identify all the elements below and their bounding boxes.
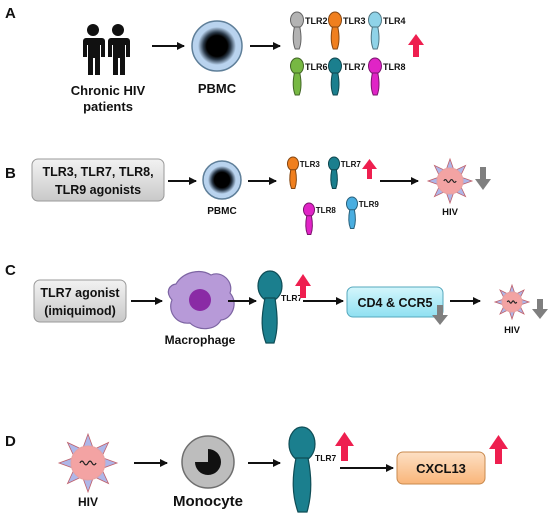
down-arrow-icon: [475, 167, 491, 190]
pbmc-cell-icon: [191, 20, 243, 72]
agonist-box: [33, 279, 127, 323]
tlr-label: TLR8: [316, 206, 337, 215]
pbmc-cell-icon: [202, 160, 242, 200]
tlr-label: TLR7: [341, 160, 362, 169]
people-label-line2: patients: [83, 99, 133, 114]
hiv-label: HIV: [78, 495, 98, 509]
agonist-box-line1: TLR7 agonist: [40, 286, 120, 300]
agonist-box-line2: (imiquimod): [44, 304, 116, 318]
tlr-receptor: TLR8: [368, 57, 406, 96]
tlr-receptor: TLR7: [328, 57, 366, 96]
tlr-receptor: TLR4: [368, 11, 406, 50]
hiv-label: HIV: [504, 325, 521, 336]
tlr-label: TLR4: [383, 16, 406, 26]
up-arrow-icon: [362, 159, 377, 179]
down-arrow-icon: [532, 299, 548, 319]
cd4-ccr5-label: CD4 & CCR5: [357, 296, 432, 310]
agonist-box-line2: TLR9 agonists: [55, 183, 141, 197]
people-label-line1: Chronic HIV: [71, 83, 146, 98]
tlr-label: TLR3: [300, 160, 321, 169]
down-arrow-icon: [432, 305, 448, 325]
monocyte-label: Monocyte: [173, 493, 243, 510]
tlr7-receptor-icon: [257, 270, 283, 344]
panel-d-letter: D: [5, 433, 16, 450]
panel-c-letter: C: [5, 262, 16, 279]
cxcl13-box: [396, 451, 486, 485]
panel-c: C TLR7 agonist (imiquimod) Macrophage TL…: [5, 262, 548, 347]
tlr-receptor: TLR2: [290, 11, 328, 50]
tlr-label: TLR2: [305, 16, 328, 26]
pbmc-label: PBMC: [207, 206, 236, 217]
people-icon: [83, 24, 130, 75]
tlr7-label: TLR7: [315, 453, 337, 463]
up-arrow-icon: [295, 274, 311, 298]
macrophage-label: Macrophage: [165, 333, 236, 347]
hiv-virus-icon: [57, 432, 119, 494]
tlr-receptor: TLR3: [286, 156, 321, 189]
panel-b: B TLR3, TLR7, TLR8, TLR9 agonists PBMC T…: [5, 156, 491, 235]
panel-a: A Chronic HIV patients PBMC TLR2 TLR3 TLR4…: [5, 5, 424, 114]
panel-a-letter: A: [5, 5, 16, 22]
tlr-receptor: TLR6: [290, 57, 328, 96]
hiv-label: HIV: [442, 207, 459, 218]
panel-d: D HIV Monocyte TLR7 CXCL13: [5, 426, 508, 513]
tlr-receptor: TLR9: [345, 196, 380, 229]
tlr-label: TLR7: [343, 62, 366, 72]
up-arrow-icon: [408, 34, 424, 57]
tlr-label: TLR9: [359, 200, 380, 209]
cd4-ccr5-box: [346, 286, 444, 318]
panel-b-letter: B: [5, 165, 16, 182]
hiv-virus-icon: [493, 283, 531, 321]
pbmc-label: PBMC: [198, 81, 237, 96]
tlr-receptor: TLR7: [327, 156, 362, 189]
tlr7-receptor-icon: [288, 426, 316, 513]
cxcl13-label: CXCL13: [416, 461, 466, 476]
tlr-label: TLR3: [343, 16, 366, 26]
tlr-receptor: TLR8: [302, 202, 337, 235]
up-arrow-icon: [489, 435, 508, 464]
macrophage-cell-icon: [167, 271, 235, 330]
tlr-label: TLR6: [305, 62, 328, 72]
tlr-receptor: TLR3: [328, 11, 366, 50]
agonist-box-line1: TLR3, TLR7, TLR8,: [42, 165, 153, 179]
monocyte-cell-icon: [181, 435, 235, 489]
hiv-virus-icon: [426, 157, 474, 205]
tlr7-label: TLR7: [281, 293, 303, 303]
agonist-box: [31, 158, 165, 202]
up-arrow-icon: [335, 432, 354, 461]
tlr-label: TLR8: [383, 62, 406, 72]
